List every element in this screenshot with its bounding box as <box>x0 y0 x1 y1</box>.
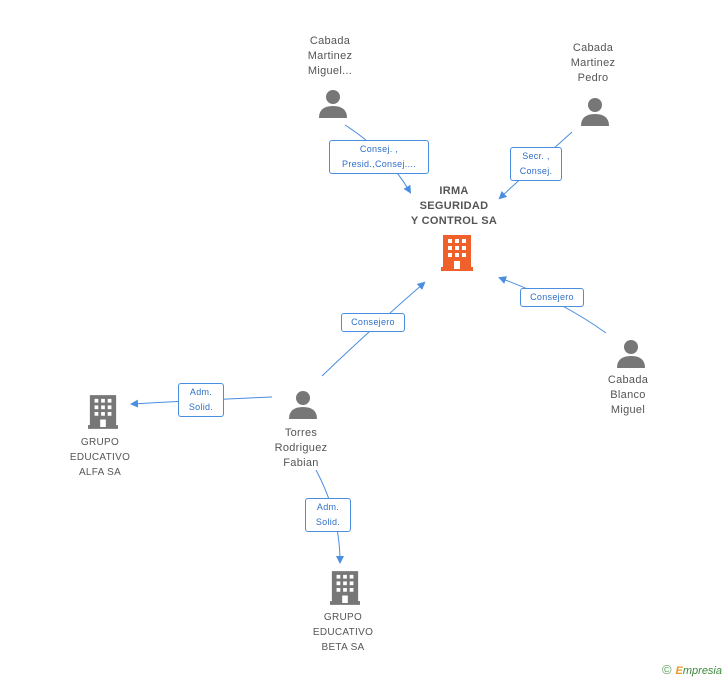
company-label-c1[interactable]: GRUPO EDUCATIVO ALFA SA <box>69 437 131 478</box>
building-icon-c1[interactable] <box>88 395 118 429</box>
person-icon-p3[interactable] <box>616 338 646 368</box>
edge-tag-p1[interactable]: Consej. , Presid.,Consej.... <box>329 140 429 174</box>
person-label-p2[interactable]: Cabada Martinez Pedro <box>570 42 616 84</box>
edge-tag-p3[interactable]: Consejero <box>520 288 584 307</box>
brand-footer[interactable]: ©Empresia <box>662 662 722 677</box>
company-label-c2[interactable]: GRUPO EDUCATIVO BETA SA <box>312 612 374 653</box>
brand-name: mpresia <box>682 665 722 677</box>
edge-tag-p2[interactable]: Secr. , Consej. <box>510 147 562 181</box>
person-label-p3[interactable]: Cabada Blanco Miguel <box>607 374 649 416</box>
person-label-p4[interactable]: Torres Rodriguez Fabian <box>274 427 328 469</box>
edge-tag-p4-c2[interactable]: Adm. Solid. <box>305 498 351 532</box>
building-icon-main[interactable] <box>441 235 473 271</box>
main-company-label[interactable]: IRMA SEGURIDAD Y CONTROL SA <box>410 185 498 227</box>
brand-initial: E <box>675 665 683 677</box>
copyright-icon: © <box>661 662 672 677</box>
person-label-p1[interactable]: Cabada Martinez Miguel... <box>307 35 353 77</box>
edge-tag-p4-c1[interactable]: Adm. Solid. <box>178 383 224 417</box>
edge-tag-p4-main[interactable]: Consejero <box>341 313 405 332</box>
building-icon-c2[interactable] <box>330 571 360 605</box>
person-icon-p2[interactable] <box>580 96 610 126</box>
person-icon-p4[interactable] <box>288 389 318 419</box>
person-icon-p1[interactable] <box>318 88 348 118</box>
